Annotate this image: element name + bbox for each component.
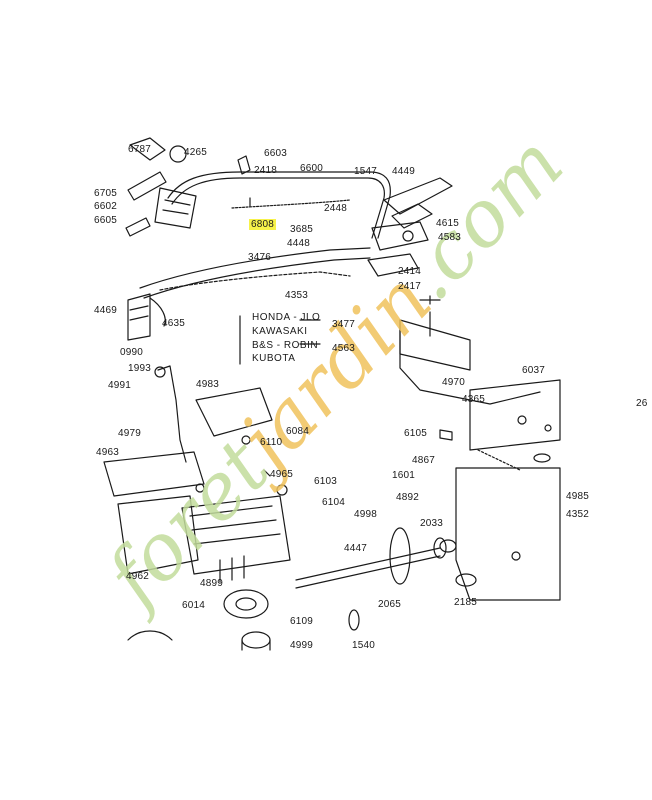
drive-axle: [295, 547, 441, 581]
part-label: 2418: [254, 165, 278, 176]
part-label: 4899: [200, 578, 224, 589]
part-label: 4991: [108, 380, 132, 391]
part-label: 4985: [566, 491, 590, 502]
part-label: 6602: [94, 201, 118, 212]
part-label: 4353: [285, 290, 309, 301]
part-label: 4448: [287, 238, 311, 249]
part-label: 6603: [264, 148, 288, 159]
engine-kawasaki: KAWASAKI: [252, 326, 308, 337]
engine-block: [181, 495, 291, 575]
throttle-lever: [383, 177, 453, 215]
part-label: 4265: [184, 147, 208, 158]
part-label: 26: [636, 398, 648, 409]
part-label: 2033: [420, 518, 444, 529]
engine-honda-jlo: HONDA - JLO: [252, 312, 321, 323]
part-label: 4615: [436, 218, 460, 229]
pulley: [223, 589, 269, 619]
part-label: 4447: [344, 543, 368, 554]
gearbox-housing: [455, 467, 561, 601]
part-label: 3476: [248, 252, 272, 263]
part-label: 4635: [162, 318, 186, 329]
part-label: 2448: [324, 203, 348, 214]
part-label: 1993: [128, 363, 152, 374]
part-label: 4998: [354, 509, 378, 520]
part-label: 6014: [182, 600, 206, 611]
part-label: 6600: [300, 163, 324, 174]
part-label: 4983: [196, 379, 220, 390]
part-label: 6105: [404, 428, 428, 439]
part-label: 4962: [126, 571, 150, 582]
part-label: 6084: [286, 426, 310, 437]
part-label: 3685: [290, 224, 314, 235]
part-label: 1547: [354, 166, 378, 177]
belt-guard: [117, 495, 199, 575]
part-label: 1540: [352, 640, 376, 651]
engine-kubota: KUBOTA: [252, 353, 296, 364]
part-label: 2185: [454, 597, 478, 608]
part-label: 2414: [398, 266, 422, 277]
highlighted-part-label: 6808: [249, 219, 277, 230]
part-label: 2065: [378, 599, 402, 610]
cable: [231, 199, 351, 209]
part-label: 1601: [392, 470, 416, 481]
part-label: 4563: [332, 343, 356, 354]
part-label: 6103: [314, 476, 338, 487]
part-label: 4352: [566, 509, 590, 520]
part-label: 6787: [128, 144, 152, 155]
part-label: 4963: [96, 447, 120, 458]
part-label: 4365: [462, 394, 486, 405]
lower-handle: [139, 247, 371, 289]
part-label: 4999: [290, 640, 314, 651]
part-label: 6705: [94, 188, 118, 199]
part-label: 2417: [398, 281, 422, 292]
part-label: 4970: [442, 377, 466, 388]
part-label: 6109: [290, 616, 314, 627]
engine-bs-robin: B&S - ROBIN: [252, 340, 319, 351]
left-grip: [154, 187, 197, 229]
part-label: 4449: [392, 166, 416, 177]
part-label: 3477: [332, 319, 356, 330]
part-label: 0990: [120, 347, 144, 358]
part-label: 4583: [438, 232, 462, 243]
part-label: 4469: [94, 305, 118, 316]
part-label: 4965: [270, 469, 294, 480]
part-label: 6605: [94, 215, 118, 226]
part-label: 6110: [260, 437, 283, 448]
part-label: 6104: [322, 497, 346, 508]
part-label: 4892: [396, 492, 420, 503]
control-panel: [195, 387, 273, 437]
part-label: 4979: [118, 428, 142, 439]
part-label: 6037: [522, 365, 546, 376]
handlebar-tube: [167, 171, 391, 239]
part-label: 4867: [412, 455, 436, 466]
lower-grip: [127, 293, 151, 341]
